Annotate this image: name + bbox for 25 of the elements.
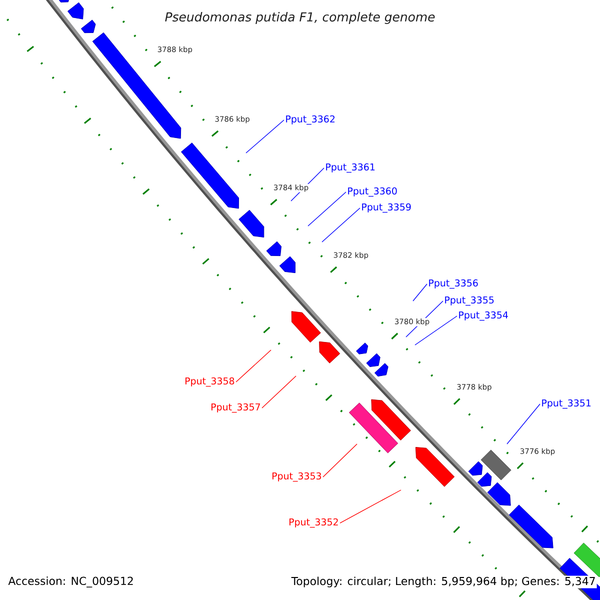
gene-label: Pput_3356 <box>429 279 478 289</box>
leader-line <box>262 376 296 408</box>
title: Pseudomonas putida F1, complete genome <box>165 12 435 24</box>
gene-label: Pput_3360 <box>348 187 397 197</box>
gene-label: Pput_3359 <box>362 203 411 213</box>
gene-label: Pput_3352 <box>289 518 338 528</box>
footer-text: Accession: NC_009512 <box>8 576 133 588</box>
leader-line <box>322 208 360 242</box>
leader-line <box>506 404 540 444</box>
gene-label: Pput_3354 <box>459 311 508 321</box>
gene-label: Pput_3361 <box>326 163 375 173</box>
footer-text: Topology: circular; Length: 5,959,964 bp; Genes: 5,347 <box>290 576 597 588</box>
gene-label: Pput_3358 <box>185 377 234 387</box>
gene-label: Pput_3351 <box>542 399 591 409</box>
leader-line <box>414 316 458 346</box>
gene-label: Pput_3362 <box>286 115 334 125</box>
leader-line <box>340 490 402 524</box>
leader-line <box>246 120 284 154</box>
leader-line <box>322 444 358 478</box>
gene-label: Pput_3353 <box>272 472 322 482</box>
gene-label: Pput_3357 <box>211 403 260 413</box>
leader-line <box>236 350 272 382</box>
gene-label: Pput_3355 <box>445 296 494 306</box>
leader-line <box>308 192 346 226</box>
leader-line <box>412 284 428 302</box>
